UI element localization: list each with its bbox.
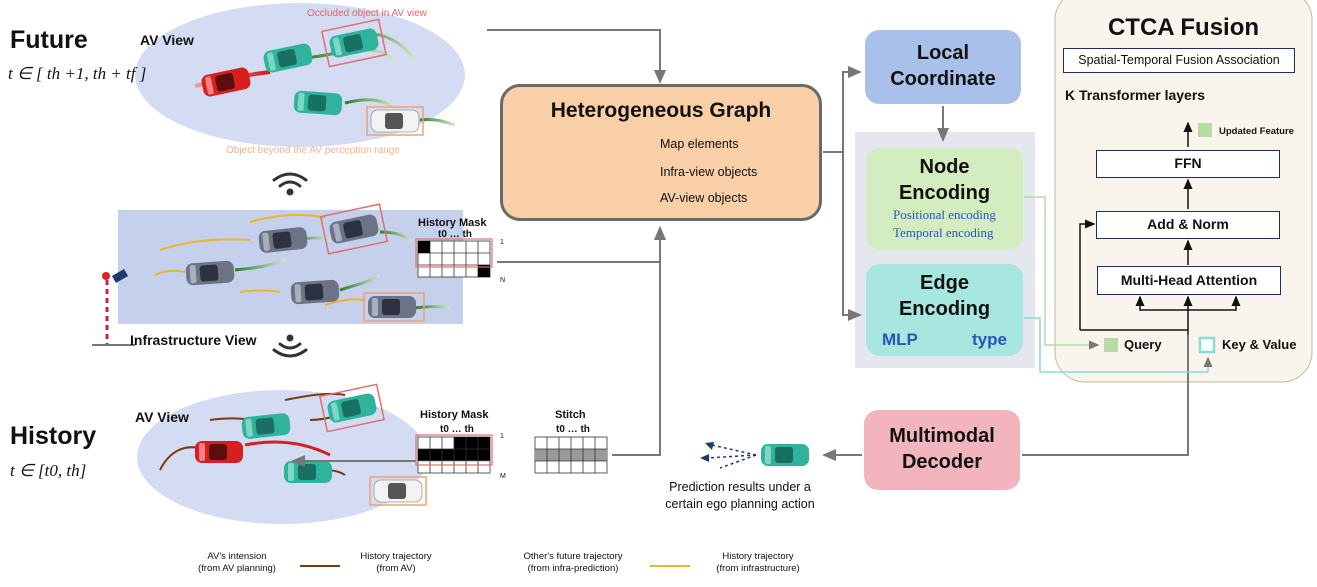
legend-future-infra: Other's future trajectory (from infra-pr… <box>509 551 637 575</box>
local-coordinate-box: Local Coordinate <box>865 30 1021 104</box>
graph-legend-map: Map elements <box>660 137 739 151</box>
edge-encoding-line2: Encoding <box>898 298 991 320</box>
legend-line2: (from infra-prediction) <box>527 563 619 574</box>
history-av-view-label: AV View <box>135 409 189 425</box>
ctca-title: CTCA Fusion <box>1107 14 1260 41</box>
stitch-title: Stitch <box>555 409 586 421</box>
multi-head-attention-box: Multi-Head Attention <box>1097 266 1281 295</box>
infrastructure-view-label: Infrastructure View <box>130 332 257 348</box>
infra-mask-row-first: 1 <box>500 239 504 246</box>
graph-title: Heterogeneous Graph <box>550 99 772 122</box>
infra-mask-title: History Mask <box>418 217 487 229</box>
infra-mask-row-last: N <box>500 277 506 284</box>
legend-history-av: History trajectory (from AV) <box>346 551 446 575</box>
legend-line2: (from AV planning) <box>198 563 276 574</box>
beyond-range-note: Object beyond the AV perception range <box>226 145 400 156</box>
history-time-range: t ∈ [t0, th] <box>10 461 87 480</box>
edge-encoding-line1: Edge <box>920 272 969 294</box>
association-box: Spatial-Temporal Fusion Association <box>1063 48 1295 73</box>
stitch-time: t0 … th <box>556 424 590 435</box>
prediction-caption-line2: certain ego planning action <box>665 497 815 511</box>
future-label: Future <box>10 26 88 54</box>
add-norm-box: Add & Norm <box>1096 211 1280 239</box>
temporal-encoding-label: Temporal encoding <box>893 225 994 240</box>
mlp-label: MLP <box>882 330 918 349</box>
decoder-line1: Multimodal <box>889 425 995 447</box>
ffn-box: FFN <box>1096 150 1280 178</box>
stitch-grid <box>534 436 608 474</box>
local-coordinate-line2: Coordinate <box>890 68 996 90</box>
graph-legend-infra: Infra-view objects <box>660 165 758 179</box>
local-coordinate-line1: Local <box>916 42 970 64</box>
history-label: History <box>10 422 97 450</box>
legend-av-intension: AV's intension (from AV planning) <box>183 551 291 575</box>
prediction-caption-line1: Prediction results under a <box>669 480 811 494</box>
multimodal-decoder-box: Multimodal Decoder <box>864 410 1020 490</box>
query-label: Query <box>1124 337 1162 352</box>
av-mask-title: History Mask <box>420 409 489 421</box>
infra-history-mask-grid <box>415 238 493 278</box>
graph-legend-av: AV-view objects <box>660 191 748 205</box>
heterogeneous-graph-box: Heterogeneous Graph <box>500 84 822 221</box>
type-label: type <box>972 330 1007 349</box>
wifi-icon <box>272 172 308 196</box>
transformer-layers-label: K Transformer layers <box>1065 87 1206 103</box>
node-encoding-line2: Encoding <box>898 182 991 204</box>
legend-line1: History trajectory <box>360 551 432 562</box>
legend-line1: AV's intension <box>207 551 267 562</box>
node-encoding-line1: Node <box>919 156 970 178</box>
edge-encoding-box: Edge Encoding <box>866 264 1023 356</box>
legend-line2: (from infrastructure) <box>716 563 800 574</box>
occluded-note: Occluded object in AV view <box>307 8 427 19</box>
key-value-label: Key & Value <box>1222 337 1297 352</box>
updated-feature-label: Updated Feature <box>1219 126 1294 137</box>
positional-encoding-label: Positional encoding <box>893 207 996 222</box>
av-mask-row-first: 1 <box>500 433 504 440</box>
av-history-mask-grid <box>415 434 493 474</box>
node-encoding-box: Node Encoding <box>866 148 1023 250</box>
av-mask-time: t0 … th <box>440 424 474 435</box>
infra-mask-time: t0 … th <box>438 229 472 240</box>
legend-history-infra: History trajectory (from infrastructure) <box>698 551 818 575</box>
legend-line1: Other's future trajectory <box>523 551 623 562</box>
legend-line2: (from AV) <box>376 563 416 574</box>
decoder-line2: Decoder <box>901 451 983 473</box>
av-mask-row-last: M <box>500 473 506 480</box>
future-time-range: t ∈ [ th +1, th + tf ] <box>8 64 147 83</box>
legend-line1: History trajectory <box>722 551 794 562</box>
prediction-caption: Prediction results under a certain ego p… <box>640 479 840 513</box>
future-av-view-label: AV View <box>140 32 194 48</box>
wifi-icon <box>272 334 308 358</box>
